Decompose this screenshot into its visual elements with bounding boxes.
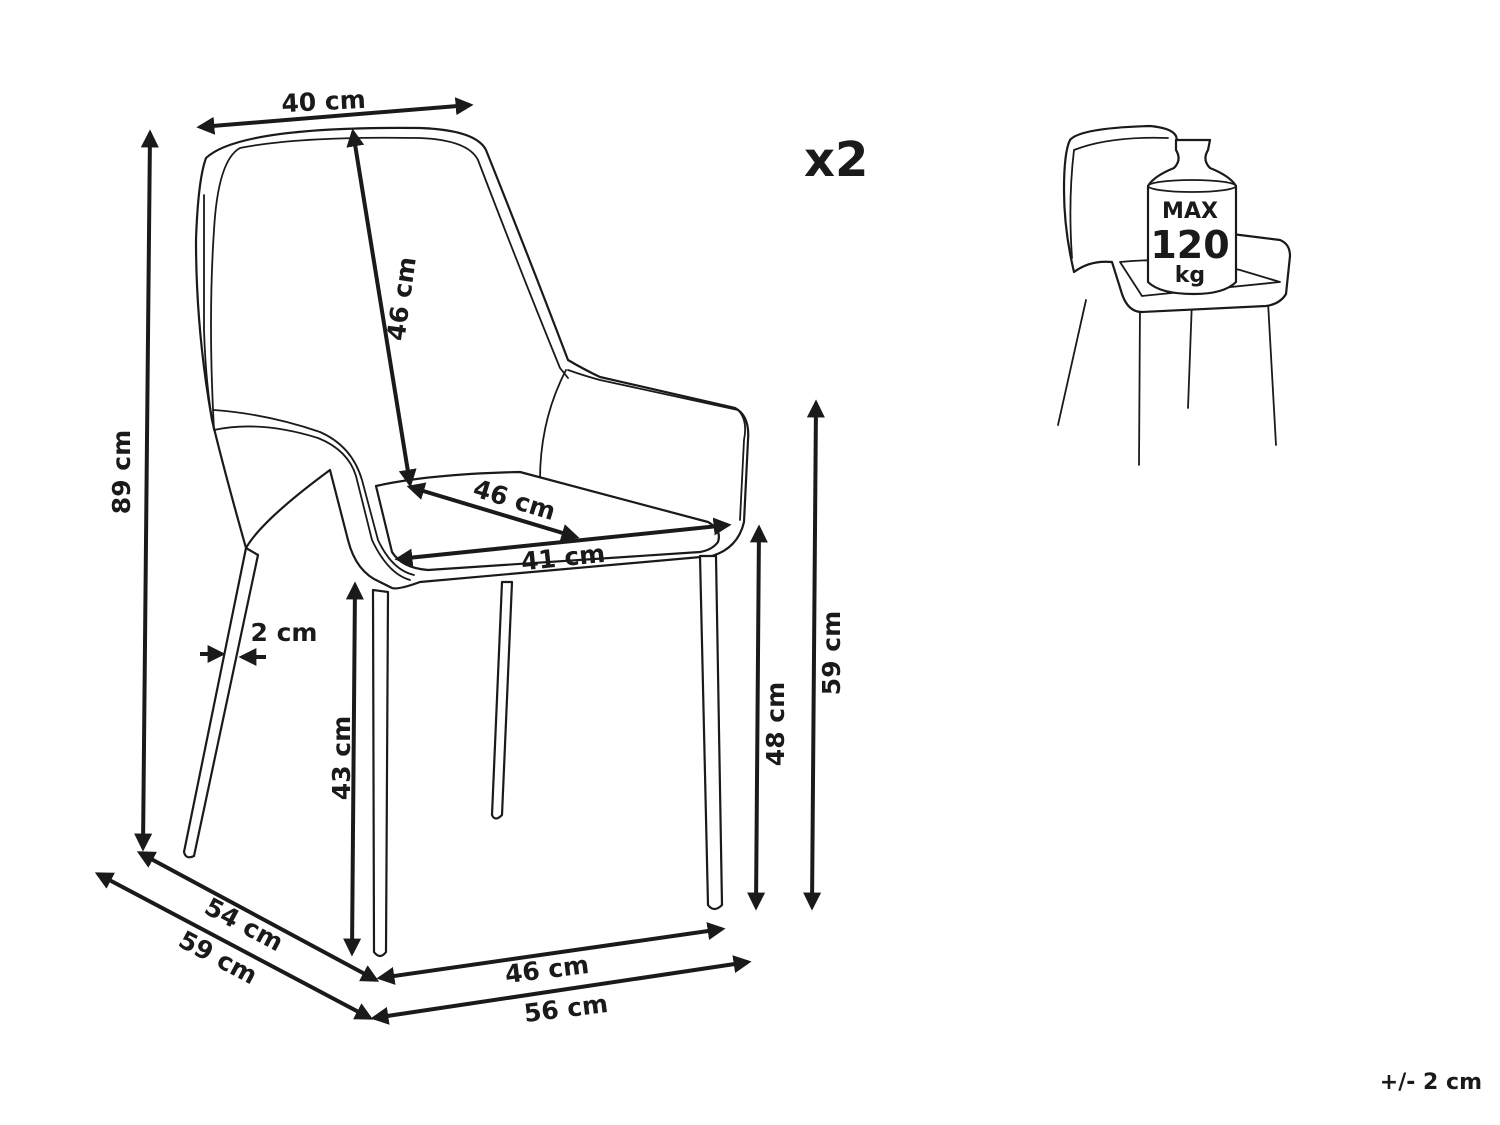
dimension-lines xyxy=(94,97,825,1025)
label-armrest-outer: 59 cm xyxy=(817,611,846,695)
chair-front-right-leg xyxy=(698,554,724,911)
small-chair-leg-front-left xyxy=(1138,304,1141,466)
load-unit-text: kg xyxy=(1175,263,1205,288)
label-armrest-inner: 48 cm xyxy=(761,682,790,766)
chair-back-right-leg xyxy=(490,580,514,820)
dimension-labels: 40 cm 46 cm 89 cm 46 cm 41 cm 2 cm 43 cm… xyxy=(107,85,846,1028)
load-value-text: 120 xyxy=(1150,223,1229,267)
dim-back-height-line xyxy=(346,128,417,488)
chair-back-left-leg xyxy=(182,546,260,859)
tolerance-note: +/- 2 cm xyxy=(1379,1070,1482,1095)
quantity-label: x2 xyxy=(804,132,869,188)
label-leg-thickness: 2 cm xyxy=(251,618,318,647)
dim-outer-width-line xyxy=(370,955,752,1025)
chair-armrest xyxy=(567,369,747,521)
small-chair-inner-back xyxy=(1069,136,1169,259)
chair-back-panel xyxy=(210,136,569,431)
small-chair-leg-back-right xyxy=(1187,299,1193,409)
dim-outer-depth-line xyxy=(94,872,374,1020)
dim-seat-width-line xyxy=(394,517,732,567)
dim-total-height-line xyxy=(134,129,159,852)
chair-left-arm xyxy=(213,409,415,576)
small-chair-leg-back-left xyxy=(1057,299,1087,426)
dim-armrest-inner-line xyxy=(747,524,768,911)
chair-back-seam xyxy=(203,194,411,581)
label-back-width: 40 cm xyxy=(281,85,367,118)
dim-back-width-line xyxy=(196,97,474,135)
label-inner-width: 46 cm xyxy=(503,950,590,989)
load-chair-illustration: MAX 120 kg xyxy=(1057,124,1292,466)
chair-front-left-leg xyxy=(371,588,390,958)
weight-icon xyxy=(1146,138,1238,296)
weight-icon-rim xyxy=(1147,179,1237,193)
small-chair-leg-front-right xyxy=(1267,301,1277,446)
dim-armrest-outer-line xyxy=(803,399,825,911)
label-seat-height: 43 cm xyxy=(327,716,356,800)
chair-drawing xyxy=(182,126,750,958)
label-total-height: 89 cm xyxy=(107,430,136,514)
load-max-text: MAX xyxy=(1162,199,1218,224)
